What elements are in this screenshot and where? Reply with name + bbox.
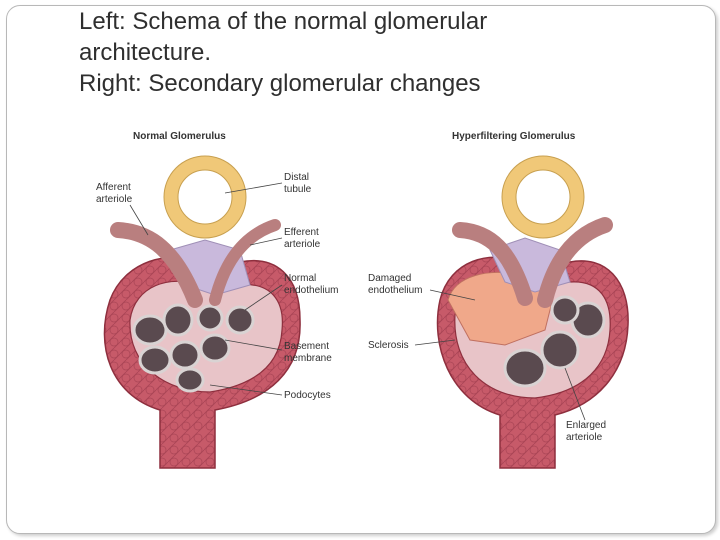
label-afferent-line-2: arteriole	[96, 194, 132, 206]
label-basement-membrane: Basement membrane	[284, 341, 332, 365]
capillary-loop-left	[227, 307, 253, 333]
label-afferent-line-1: Afferent	[96, 182, 132, 194]
label-efferent-line-2: arteriole	[284, 239, 320, 251]
label-enlarged-line-1: Enlarged	[566, 420, 606, 432]
capillary-loop-left	[198, 306, 222, 330]
label-damaged-line-2: endothelium	[368, 285, 422, 297]
label-basement-line-2: membrane	[284, 353, 332, 365]
capillary-loop-left	[177, 369, 203, 391]
label-normal-endothelium: Normal endothelium	[284, 273, 338, 297]
label-efferent-line-1: Efferent	[284, 227, 320, 239]
label-podocytes-line-1: Podocytes	[284, 390, 331, 402]
left-panel-title: Normal Glomerulus	[133, 131, 226, 142]
label-enlarged-line-2: arteriole	[566, 432, 606, 444]
capillary-loop-left	[140, 347, 170, 373]
label-afferent-arteriole: Afferent arteriole	[96, 182, 132, 206]
normal-glomerulus	[104, 156, 300, 468]
label-basement-line-1: Basement	[284, 341, 332, 353]
label-damaged-endothelium: Damaged endothelium	[368, 273, 422, 297]
label-damaged-line-1: Damaged	[368, 273, 422, 285]
capillary-loop-left	[164, 305, 192, 335]
label-endothelium-line-1: Normal	[284, 273, 338, 285]
label-efferent-arteriole: Efferent arteriole	[284, 227, 320, 251]
distal-tubule-ring-right	[509, 163, 577, 231]
label-sclerosis: Sclerosis	[368, 340, 409, 352]
label-sclerosis-line-1: Sclerosis	[368, 340, 409, 352]
capillary-loop-right	[505, 350, 545, 386]
capillary-loop-right	[552, 297, 578, 323]
label-distal-tubule: Distal tubule	[284, 172, 311, 196]
right-panel-title: Hyperfiltering Glomerulus	[452, 131, 575, 142]
capillary-loop-left	[201, 335, 229, 361]
capillary-loop-right	[542, 332, 578, 368]
label-endothelium-line-2: endothelium	[284, 285, 338, 297]
capillary-loop-left	[134, 316, 166, 344]
label-distal-line-2: tubule	[284, 184, 311, 196]
label-distal-line-1: Distal	[284, 172, 311, 184]
distal-tubule-ring	[171, 163, 239, 231]
label-enlarged-arteriole: Enlarged arteriole	[566, 420, 606, 444]
capillary-loop-left	[171, 342, 199, 368]
label-podocytes: Podocytes	[284, 390, 331, 402]
